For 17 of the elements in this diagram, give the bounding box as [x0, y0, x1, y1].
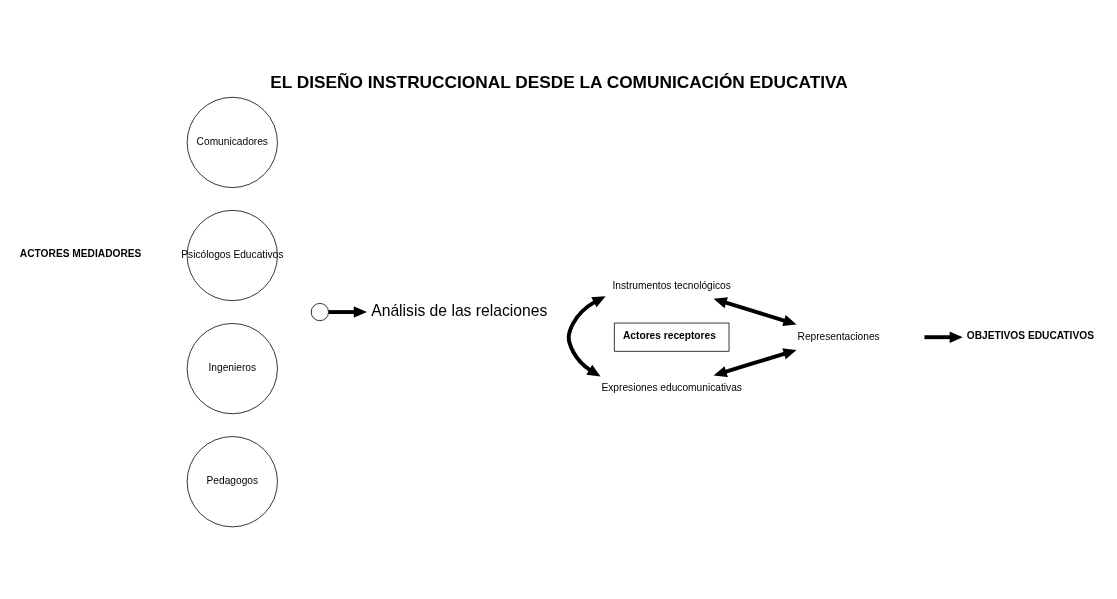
arrow [328, 306, 367, 318]
arrow [566, 296, 606, 377]
node-circle: Ingenieros [186, 323, 278, 415]
label: ACTORES MEDIADORES [19, 248, 142, 260]
node-text: OBJETIVOS EDUCATIVOS [966, 330, 1094, 342]
node-circle: Comunicadores [186, 96, 278, 188]
node-text: Instrumentos tecnológicos [612, 279, 731, 291]
node-text: Representaciones [797, 330, 880, 342]
node-text: Expresiones educomunicativas [601, 381, 742, 393]
arrow [713, 348, 797, 378]
node-box: Actores receptores [613, 322, 730, 352]
diagram-title: EL DISEÑO INSTRUCCIONAL DESDE LA COMUNICACIÓN EDUCATIVA [270, 72, 848, 93]
arrow [924, 331, 963, 343]
node-circle: Pedagogos [186, 436, 278, 528]
node-circle [310, 303, 329, 322]
arrow [713, 297, 797, 327]
node-text: Análisis de las relaciones [371, 301, 548, 319]
